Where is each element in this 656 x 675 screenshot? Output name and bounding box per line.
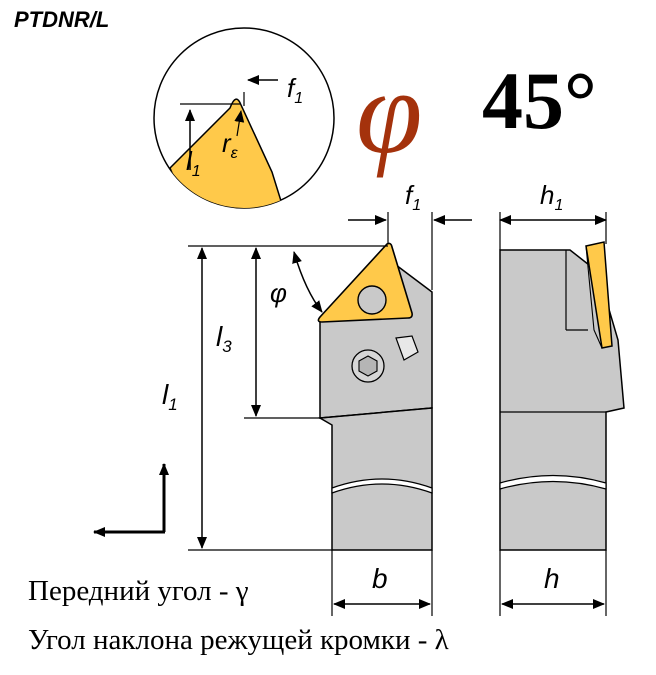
caption-inclination-angle: Угол наклона режущей кромки - λ xyxy=(28,624,449,656)
svg-text:h1: h1 xyxy=(540,180,563,214)
holder-top-view xyxy=(317,242,433,551)
dim-l3: l3 xyxy=(216,247,261,417)
svg-text:f1: f1 xyxy=(405,180,421,214)
model-code: PTDNR/L xyxy=(14,7,109,32)
svg-text:rε: rε xyxy=(222,128,239,162)
dim-h: h xyxy=(499,550,607,616)
dim-l3-label: l xyxy=(216,321,223,352)
insert-top-view xyxy=(317,242,413,323)
svg-text:l1: l1 xyxy=(186,146,201,180)
caption-rake-angle: Передний угол - γ xyxy=(28,575,249,607)
svg-text:l3: l3 xyxy=(216,321,232,356)
detail-f1-label: f xyxy=(287,73,297,103)
approach-angle-symbol: φ xyxy=(356,45,422,178)
dim-phi-label: φ xyxy=(270,278,287,308)
insert-hole xyxy=(357,285,387,315)
dim-b: b xyxy=(331,550,433,616)
corner-detail: f1 l1 rε xyxy=(153,27,335,209)
break-line xyxy=(331,478,433,494)
detail-l1-label: l xyxy=(186,146,193,176)
dim-phi: φ xyxy=(270,251,323,313)
svg-text:f1: f1 xyxy=(287,73,303,107)
dim-l1: l1 xyxy=(162,247,207,549)
svg-text:l1: l1 xyxy=(162,379,178,414)
holder-side-view xyxy=(499,241,625,551)
dim-b-label: b xyxy=(372,563,388,594)
dim-h1-label: h xyxy=(540,180,554,210)
dim-f1: f1 xyxy=(348,180,472,290)
dim-h1: h1 xyxy=(499,180,607,250)
insert-side-view xyxy=(585,241,613,349)
dim-f1-label: f xyxy=(405,180,415,210)
dim-h-label: h xyxy=(544,563,560,594)
dim-l1-label: l xyxy=(162,379,169,410)
feed-direction-arrows xyxy=(93,463,169,537)
approach-angle-value: 45° xyxy=(482,55,597,146)
detail-radius-label: r xyxy=(222,128,232,158)
